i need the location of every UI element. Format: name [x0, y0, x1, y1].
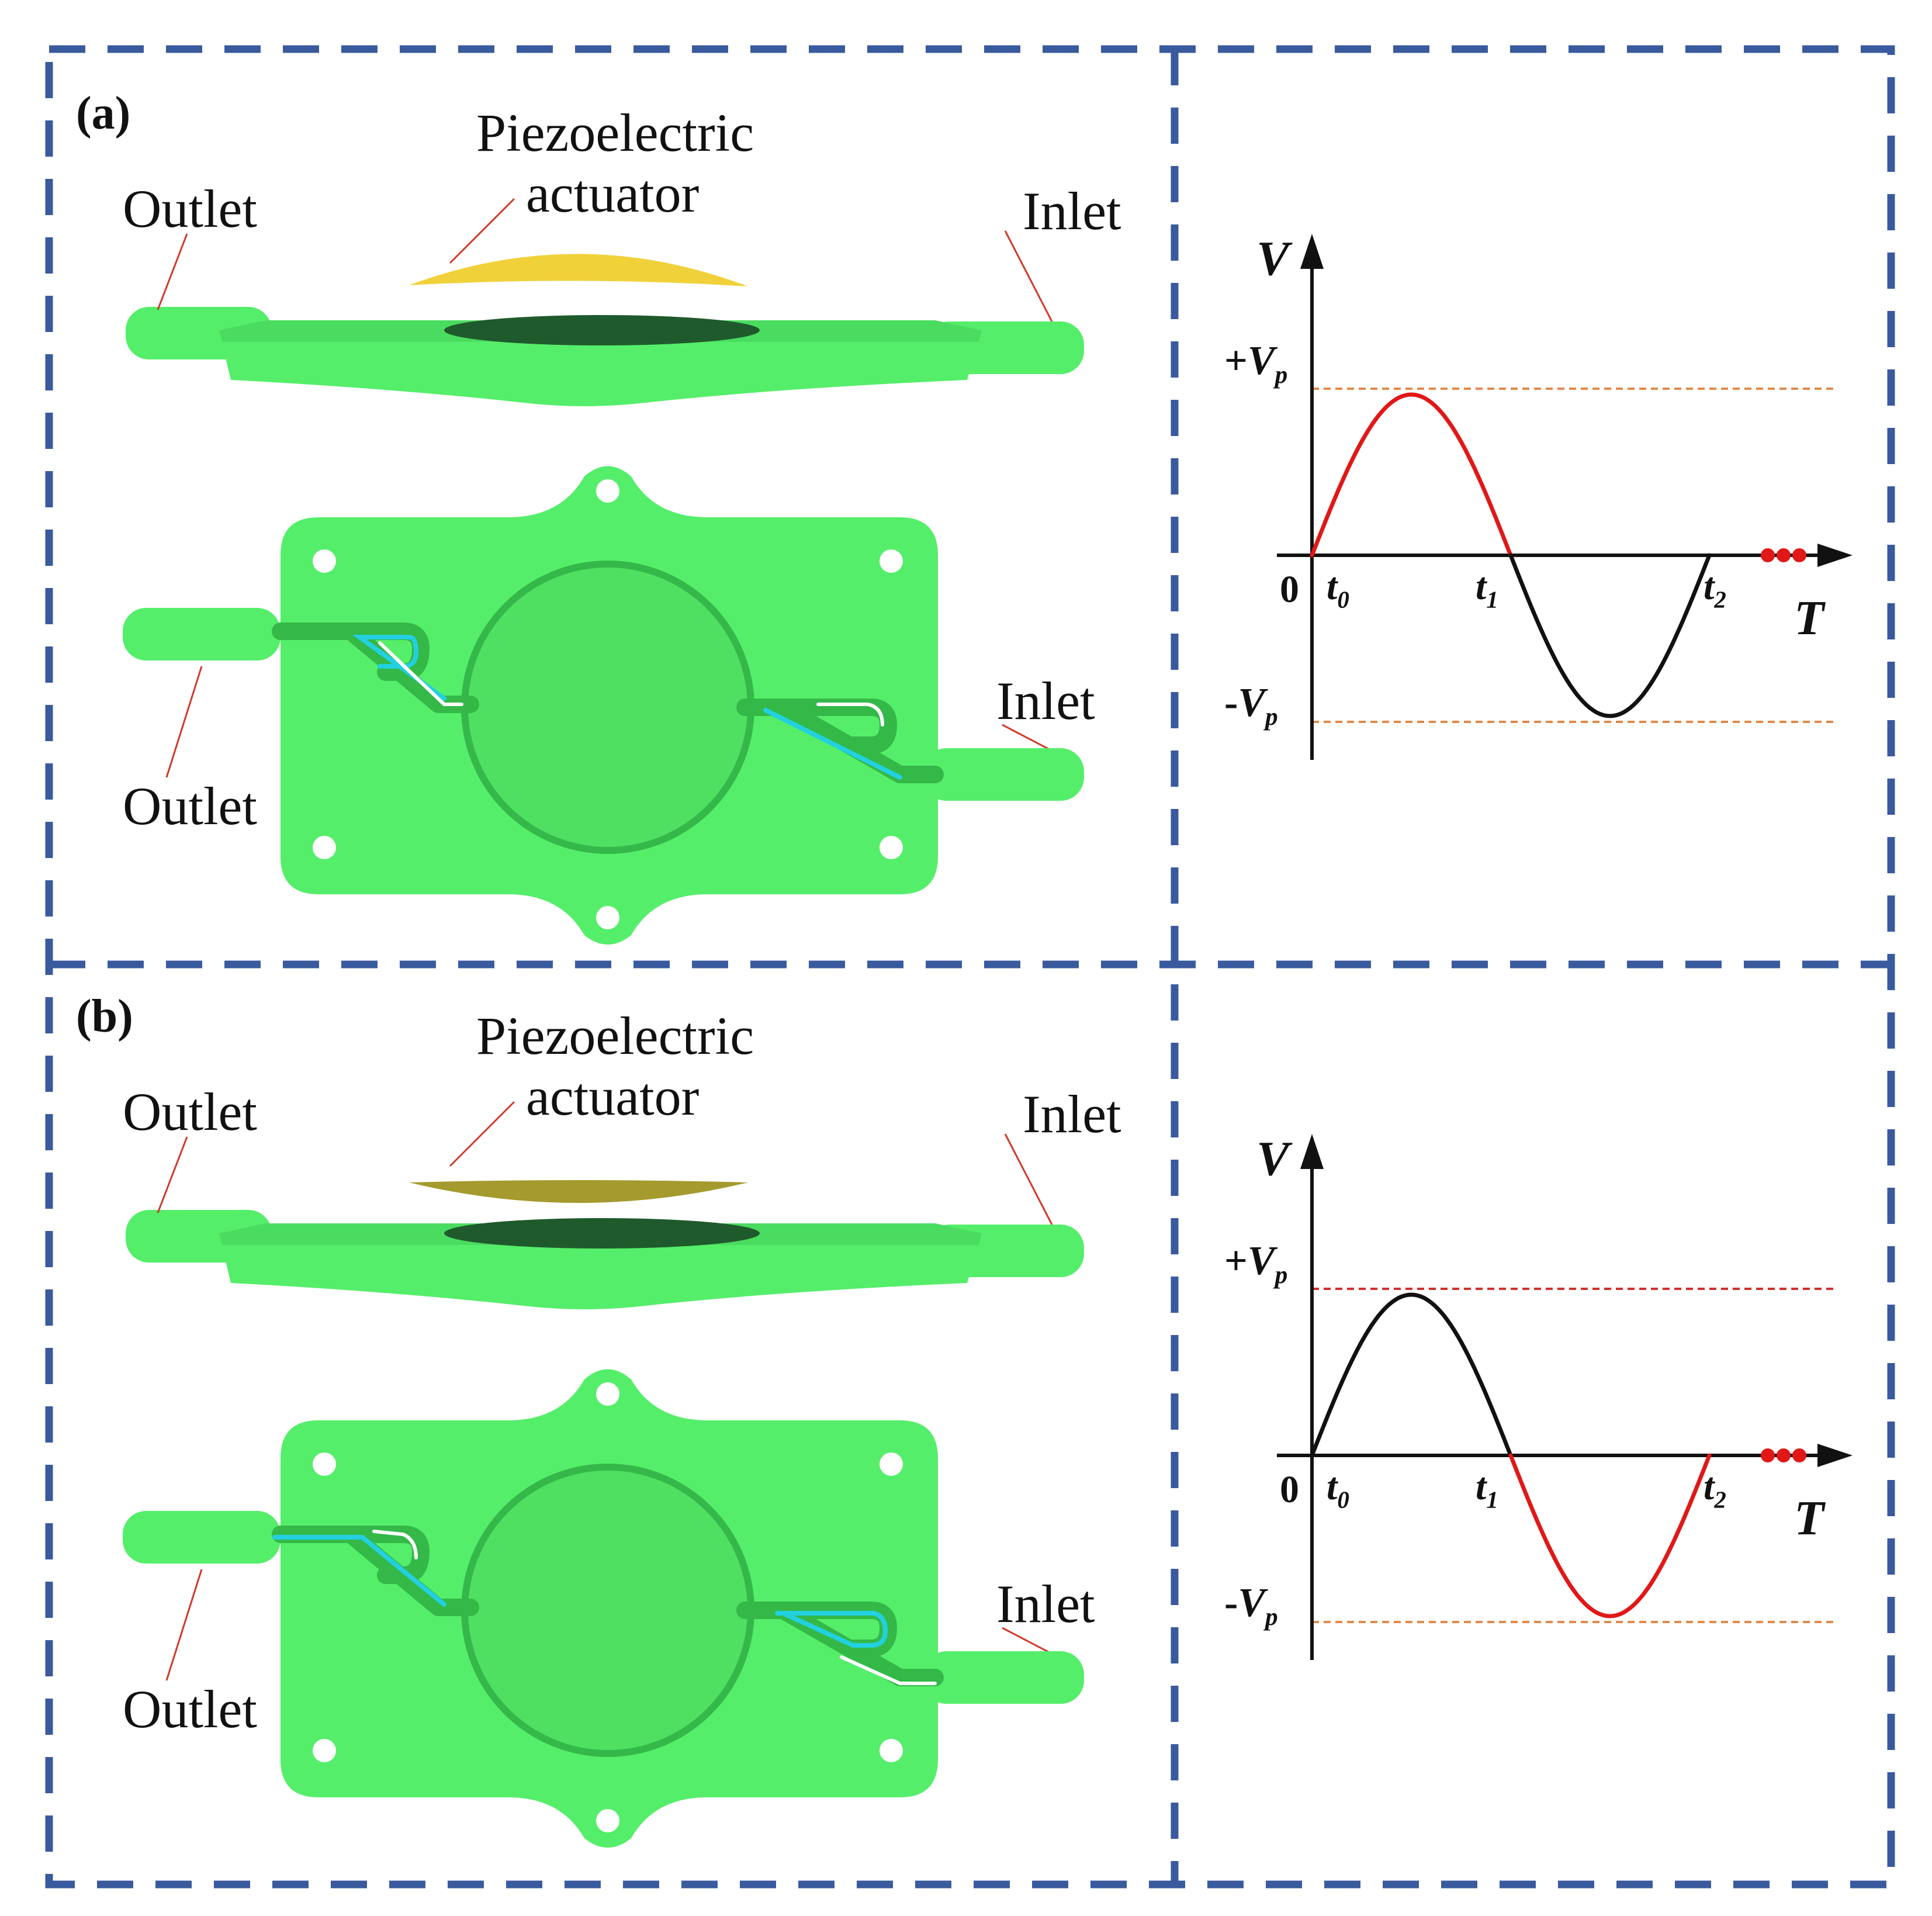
- x-axis-arrowhead: [1817, 1444, 1853, 1467]
- leader-outlet-bottom: [165, 666, 203, 778]
- leader-inlet-top: [1004, 1133, 1053, 1225]
- outlet-tube: [123, 1511, 281, 1564]
- pump-side-view: [126, 1180, 1084, 1309]
- flow-arrow-white-outlet: [378, 641, 463, 706]
- mounting-hole: [880, 1452, 903, 1476]
- flow-arrow-inlet: [775, 1611, 888, 1648]
- leader-outlet-top: [157, 1136, 188, 1213]
- outlet-label-bottom: Outlet: [123, 1679, 257, 1739]
- mounting-hole: [880, 549, 903, 573]
- pump-top-view: [123, 466, 1084, 945]
- t2-label: t2: [1704, 565, 1726, 613]
- continuation-dot: [1792, 1448, 1806, 1462]
- minus-vp-label: -Vp: [1224, 680, 1278, 731]
- t0-label: t0: [1327, 1465, 1349, 1513]
- outlet-label-bottom: Outlet: [123, 776, 257, 836]
- continuation-dot: [1777, 1448, 1791, 1462]
- outlet-label-top: Outlet: [123, 179, 257, 238]
- inlet-label-bottom: Inlet: [996, 1574, 1095, 1634]
- flow-arrow-inlet: [763, 708, 902, 780]
- origin-label: 0: [1280, 568, 1299, 611]
- actuator-label-line1: Piezoelectric: [476, 1006, 754, 1066]
- flow-arrow-outlet: [352, 635, 446, 701]
- continuation-dot: [1761, 1448, 1775, 1462]
- leader-actuator: [449, 198, 515, 264]
- x-axis-label: T: [1794, 591, 1826, 645]
- pump-chamber-opening: [444, 1218, 760, 1248]
- pump-side-view: [126, 254, 1084, 406]
- leader-inlet-top: [1004, 230, 1053, 322]
- inlet-label-top: Inlet: [1023, 181, 1121, 241]
- waveform-series-negative: [1508, 1453, 1712, 1618]
- t1-label: t1: [1476, 565, 1498, 613]
- mounting-hole: [313, 549, 336, 573]
- leader-outlet-bottom: [165, 1569, 203, 1681]
- dashed-frame: [45, 45, 1895, 1889]
- leader-actuator: [449, 1101, 515, 1167]
- plus-vp-label: +Vp: [1224, 1239, 1287, 1289]
- panel-label: (b): [76, 991, 133, 1042]
- flow-arrow-outlet: [272, 1535, 446, 1607]
- pump-chamber-opening: [444, 315, 760, 345]
- piezoelectric-actuator: [409, 254, 748, 286]
- inlet-label-bottom: Inlet: [996, 671, 1095, 731]
- y-axis-label: V: [1256, 1132, 1293, 1186]
- mounting-hole: [596, 1382, 619, 1406]
- mounting-hole: [596, 906, 619, 929]
- actuator-label-line1: Piezoelectric: [476, 103, 754, 162]
- pump-chamber: [465, 564, 751, 850]
- leader-outlet-top: [157, 233, 188, 310]
- continuation-dot: [1761, 548, 1775, 562]
- flow-arrow-white-inlet: [816, 703, 884, 727]
- mounting-hole: [880, 1739, 903, 1762]
- waveform-chart-b: V T 0 +Vp -Vp t0 t1 t2: [1224, 1132, 1853, 1660]
- mounting-hole: [313, 1452, 336, 1476]
- inlet-label-top: Inlet: [1023, 1084, 1121, 1144]
- inlet-valve-loop: [774, 1602, 897, 1657]
- x-axis-label: T: [1794, 1491, 1826, 1545]
- minus-vp-label: -Vp: [1224, 1580, 1278, 1631]
- continuation-dot: [1777, 548, 1791, 562]
- inlet-tube: [923, 1651, 1084, 1704]
- mounting-hole: [313, 1739, 336, 1762]
- waveform-series-positive: [1310, 1292, 1513, 1458]
- t0-label: t0: [1327, 565, 1349, 613]
- inlet-channel: [736, 698, 944, 783]
- outlet-tube: [123, 608, 281, 660]
- t2-label: t2: [1704, 1465, 1726, 1513]
- mounting-hole: [596, 1809, 619, 1832]
- waveform-chart-a: V T 0 +Vp -Vp t0 t1 t2: [1224, 231, 1853, 760]
- y-axis-arrowhead: [1300, 1134, 1324, 1169]
- piezoelectric-actuator: [409, 1180, 748, 1203]
- mounting-hole: [880, 836, 903, 859]
- plus-vp-label: +Vp: [1224, 338, 1287, 389]
- mounting-hole: [596, 479, 619, 503]
- pump-top-view: [123, 1369, 1084, 1848]
- inlet-tube: [923, 748, 1084, 801]
- flow-arrow-white-inlet: [840, 1655, 937, 1685]
- continuation-dot: [1792, 548, 1806, 562]
- actuator-label-line2: actuator: [526, 1067, 699, 1126]
- actuator-label-line2: actuator: [526, 164, 699, 223]
- pump-chamber: [465, 1467, 751, 1754]
- panel-label: (a): [76, 88, 130, 139]
- outlet-label-top: Outlet: [123, 1082, 257, 1142]
- flow-arrow-white-outlet: [372, 1530, 418, 1559]
- x-axis-arrowhead: [1817, 544, 1853, 567]
- waveform-series-positive: [1310, 392, 1513, 558]
- waveform-series-negative: [1508, 553, 1712, 718]
- mounting-hole: [313, 836, 336, 859]
- origin-label: 0: [1280, 1468, 1299, 1511]
- y-axis-arrowhead: [1300, 234, 1324, 269]
- inlet-channel: [736, 1602, 944, 1686]
- t1-label: t1: [1476, 1465, 1498, 1513]
- y-axis-label: V: [1256, 231, 1293, 286]
